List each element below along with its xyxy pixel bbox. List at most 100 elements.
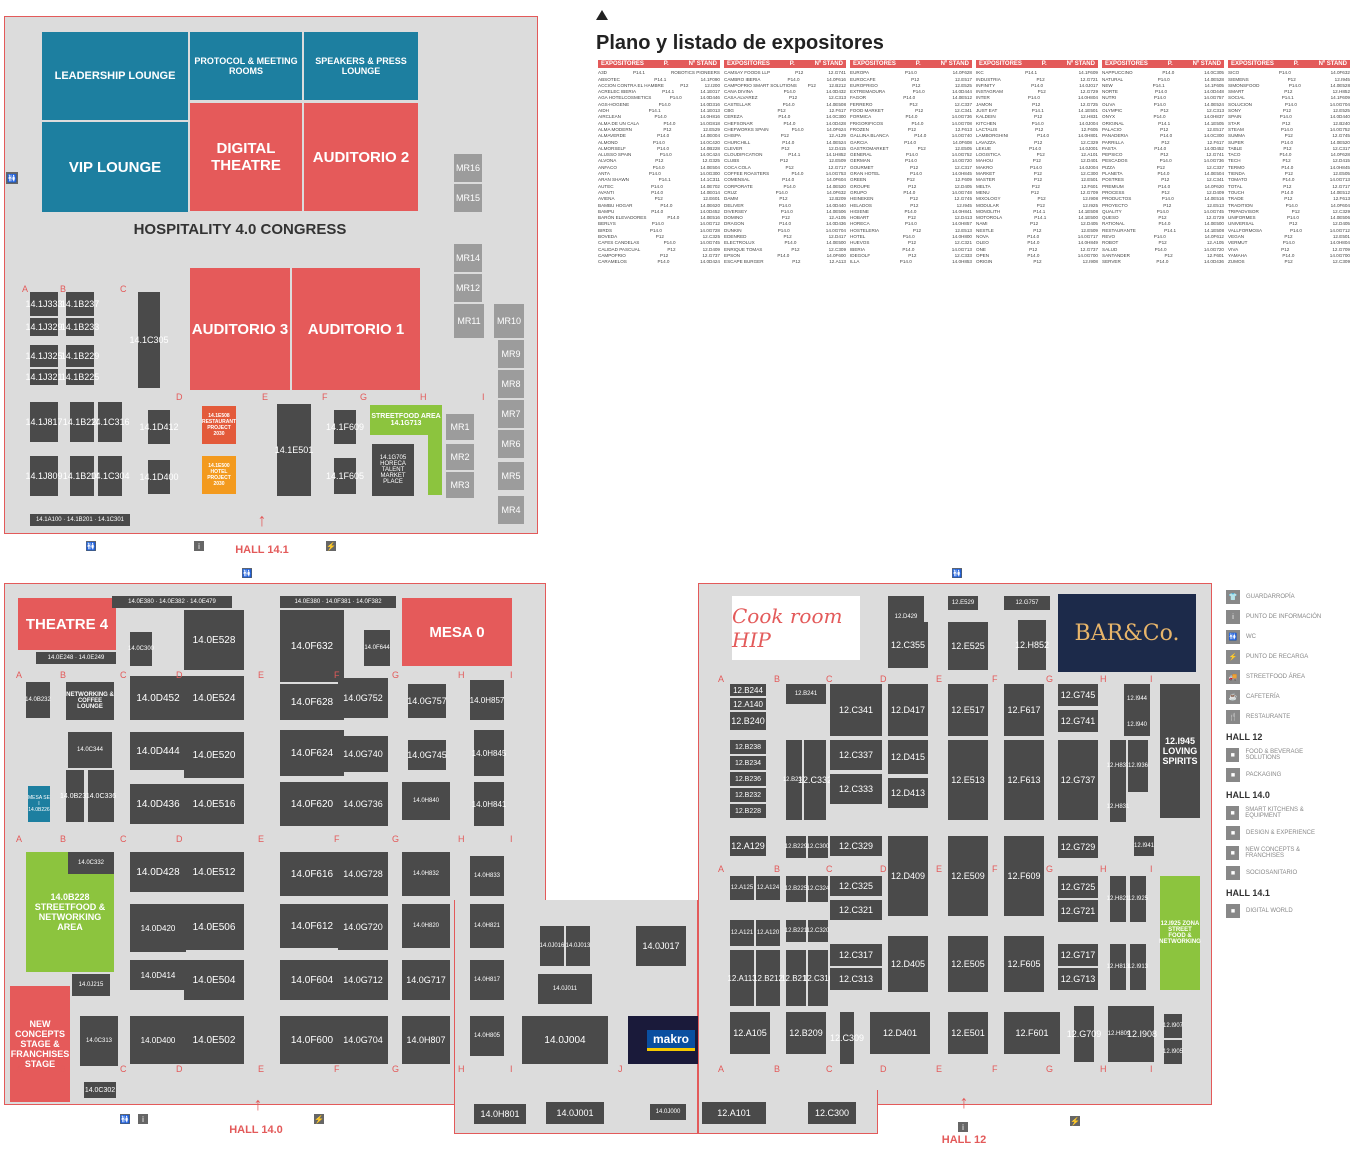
meeting-room-mr1[interactable]: MR1 bbox=[446, 414, 474, 440]
stand[interactable]: 12.G713 bbox=[1058, 968, 1098, 990]
stand[interactable]: 14.0H821 bbox=[470, 904, 504, 948]
stand[interactable]: 14.0H845 bbox=[472, 730, 506, 776]
stand[interactable]: 12.G745 bbox=[1058, 684, 1098, 706]
stand[interactable]: 12.B221 bbox=[785, 920, 807, 942]
stand[interactable]: 12.I908 bbox=[1127, 1006, 1157, 1062]
stand[interactable]: 12.A120 bbox=[756, 920, 780, 946]
stand[interactable]: 12.C317 bbox=[830, 944, 882, 966]
stand[interactable]: 12.B240 bbox=[730, 712, 766, 730]
meeting-room-mr10[interactable]: MR10 bbox=[494, 304, 524, 338]
stand[interactable]: 14.0E248 · 14.0E249 bbox=[36, 652, 116, 664]
stand[interactable]: 12.A140 bbox=[730, 698, 766, 710]
stand[interactable]: 12.C337 bbox=[830, 740, 882, 770]
stand[interactable]: 12.A101 bbox=[702, 1102, 766, 1124]
stand[interactable]: 12.E509 bbox=[948, 836, 988, 916]
stand[interactable]: 12.E529 bbox=[948, 596, 978, 610]
stand[interactable]: 14.0D428 bbox=[130, 852, 186, 892]
stand[interactable]: 12.C341 bbox=[830, 684, 882, 736]
stand[interactable]: 12.C313 bbox=[830, 968, 882, 990]
meeting-room-mr4[interactable]: MR4 bbox=[498, 496, 524, 524]
stand[interactable]: 12.H837 bbox=[1107, 740, 1129, 792]
stand[interactable]: 12.B234 bbox=[730, 756, 766, 770]
stand[interactable]: 12.H809 bbox=[1108, 1006, 1130, 1062]
stand[interactable]: 14.1B237 bbox=[61, 292, 99, 316]
auditorio-2[interactable]: AUDITORIO 2 bbox=[304, 103, 418, 211]
stand[interactable]: 14.0G704 bbox=[338, 1016, 388, 1064]
protocol-rooms[interactable]: PROTOCOL & MEETING ROOMS bbox=[190, 32, 302, 100]
stand[interactable]: 12.C300 bbox=[807, 836, 829, 858]
stand[interactable]: 14.0H820 bbox=[402, 904, 450, 948]
stand[interactable]: 14.0J013 bbox=[566, 926, 590, 966]
stand[interactable]: 12.B225 bbox=[785, 876, 807, 902]
stand[interactable]: 14.0F624 bbox=[280, 730, 344, 776]
stand[interactable]: 12.B217 bbox=[781, 950, 811, 1006]
stand[interactable]: 12.E505 bbox=[948, 936, 988, 992]
stand[interactable]: 12.C309 bbox=[830, 1012, 864, 1064]
stand[interactable]: 14.0J016 bbox=[540, 926, 564, 966]
stand[interactable]: 14.0E520 bbox=[184, 732, 244, 778]
meeting-room-mr2[interactable]: MR2 bbox=[446, 444, 474, 470]
stand[interactable]: 14.0G717 bbox=[402, 960, 450, 1000]
stand[interactable]: 14.0G745 bbox=[407, 740, 447, 770]
theatre-4[interactable]: THEATRE 4 bbox=[18, 598, 116, 650]
stand[interactable]: 14.1D400 bbox=[139, 460, 179, 494]
stand[interactable]: 14.0G720 bbox=[338, 904, 388, 950]
stand[interactable]: 12.C300 bbox=[808, 1102, 856, 1124]
networking-lounge[interactable]: NETWORKING & COFFEE LOUNGE bbox=[66, 682, 114, 720]
stand[interactable]: 14.0F620 bbox=[280, 782, 344, 826]
stand[interactable]: 14.0F600 bbox=[280, 1016, 344, 1064]
stand[interactable]: 12.C316 bbox=[803, 950, 833, 1006]
stand[interactable]: 14.0E524 bbox=[184, 676, 244, 720]
stand[interactable]: 14.0F644 bbox=[364, 630, 390, 666]
